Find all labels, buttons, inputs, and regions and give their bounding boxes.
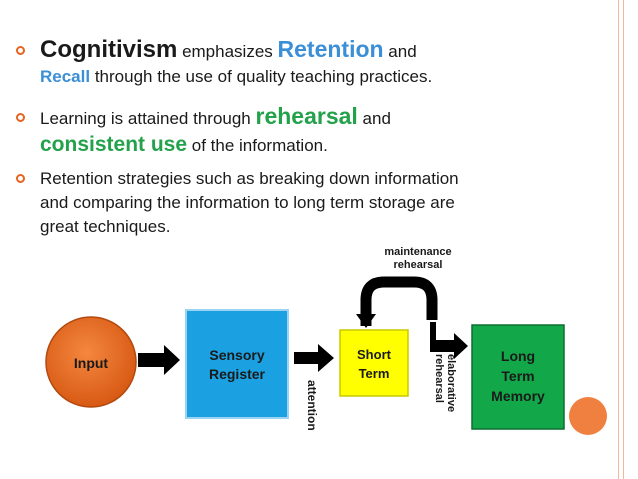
loop-arrowhead-icon: [356, 314, 376, 328]
sensory-register-box: [185, 309, 289, 419]
long-term-label-2: Term: [501, 368, 534, 384]
bullet-1-line-1: Cognitivism emphasizes Retention and: [40, 36, 417, 63]
bullet-3-line-1: Retention strategies such as breaking do…: [40, 169, 459, 188]
arrow-right-icon: [294, 344, 334, 372]
bullet-2-line-1: Learning is attained through rehearsal a…: [40, 103, 391, 129]
short-term-label-1: Short: [357, 347, 392, 362]
bullet-1-line-2: Recall through the use of quality teachi…: [40, 67, 433, 86]
term-rehearsal: rehearsal: [255, 103, 358, 129]
maintenance-loop-arrow: [360, 276, 438, 326]
bullet-3-line-2: and comparing the information to long te…: [40, 193, 455, 212]
short-term-label-2: Term: [359, 366, 390, 381]
decorative-circle-icon: [569, 397, 607, 435]
input-circle: [45, 316, 137, 408]
term-retention: Retention: [277, 36, 384, 62]
right-border-line-inner: [623, 0, 624, 479]
bullet-circle-icon: [16, 46, 25, 55]
short-term-box: [339, 329, 409, 397]
bullet-2-line-2: consistent use of the information.: [40, 133, 328, 156]
long-term-label-3: Memory: [491, 388, 545, 404]
maintenance-label-1: maintenance: [384, 246, 451, 258]
arrow-right-icon: [430, 322, 468, 359]
sensory-label-1: Sensory: [209, 347, 264, 363]
maintenance-label-2: rehearsal: [394, 259, 443, 271]
term-consistent-use: consistent use: [40, 133, 188, 156]
input-label: Input: [74, 355, 109, 371]
elaborative-label-1: elaborative: [445, 354, 457, 412]
long-term-memory-box: [471, 324, 565, 430]
right-border-line: [618, 0, 619, 479]
term-recall: Recall: [40, 67, 91, 86]
long-term-label-1: Long: [501, 348, 535, 364]
elaborative-label-2: rehearsal: [433, 354, 445, 403]
term-cognitivism: Cognitivism: [40, 36, 178, 63]
sensory-label-2: Register: [209, 366, 266, 382]
bullet-circle-icon: [16, 174, 25, 183]
bullet-3-line-3: great techniques.: [40, 217, 171, 236]
attention-label: attention: [305, 380, 319, 431]
arrow-right-icon: [138, 345, 180, 375]
bullet-circle-icon: [16, 113, 25, 122]
